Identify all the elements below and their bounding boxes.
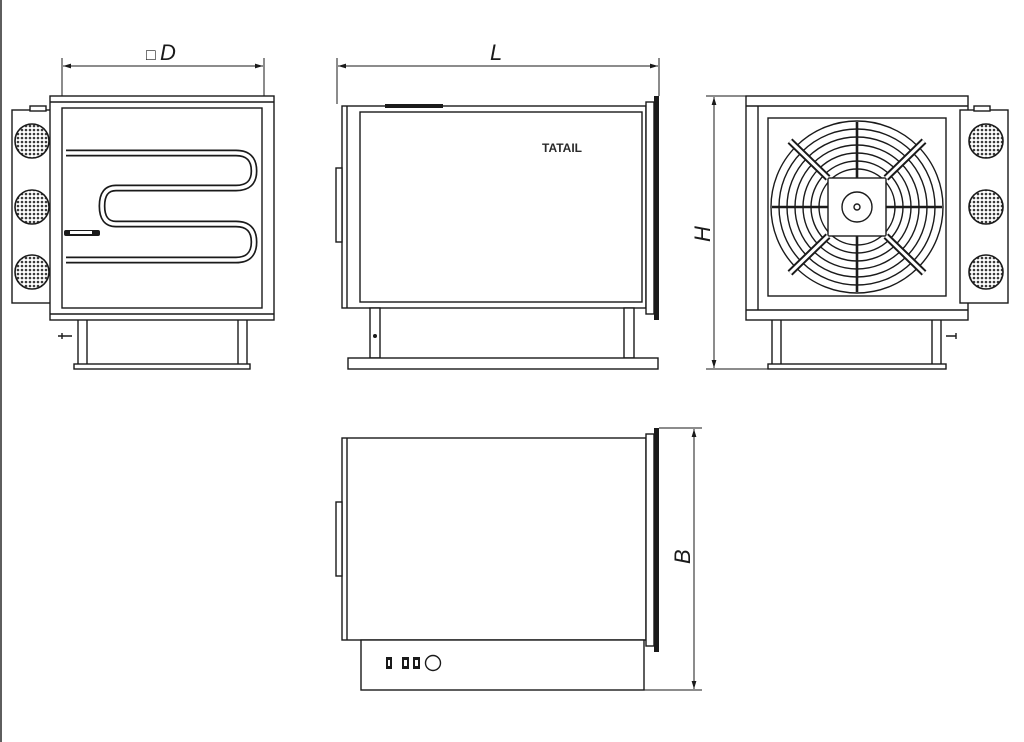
housing-inner	[61, 107, 263, 309]
h-dimension-label: H	[690, 226, 715, 242]
ground-screw	[58, 333, 72, 339]
top-rear-flange	[645, 433, 655, 647]
switch-2-window	[415, 660, 418, 666]
rear-flange	[645, 101, 655, 315]
side-terminal-box	[335, 167, 343, 243]
side-panel	[359, 111, 643, 303]
top-housing	[341, 437, 647, 641]
motor-hub	[841, 191, 873, 223]
rear-base-plate	[767, 363, 947, 370]
d-dimension-label: D	[160, 40, 176, 65]
cable-gland-2	[14, 189, 50, 225]
indicator-1-window	[388, 660, 390, 666]
top-rear-flange-edge	[654, 428, 659, 652]
rear-panel-clip	[973, 105, 991, 112]
side-housing	[341, 105, 647, 309]
front-view-heater: □ D	[11, 40, 275, 370]
fan-guard-ring-1	[770, 120, 944, 294]
thermostat-sensor-slot	[70, 231, 92, 234]
side-view: L TATAIL	[335, 40, 660, 370]
l-dimension-label: L	[490, 40, 502, 65]
motor-shaft	[853, 203, 861, 211]
top-terminal-box	[335, 501, 343, 577]
housing-outer	[49, 95, 275, 321]
top-hinge	[385, 104, 443, 108]
switch-1-window	[404, 660, 407, 666]
brand-logo: TATAIL	[542, 141, 582, 155]
fan-frame	[767, 117, 947, 297]
side-leg-right	[623, 307, 635, 359]
fan-struts	[772, 122, 942, 292]
rear-cable-gland-3	[968, 254, 1004, 290]
rear-flange-edge	[654, 96, 659, 320]
rear-cable-gland-1	[968, 123, 1004, 159]
heating-element-inner	[66, 151, 256, 262]
rear-cable-gland-2	[968, 189, 1004, 225]
panel-clip	[29, 105, 47, 112]
cable-gland-1	[14, 123, 50, 159]
top-view: B	[335, 427, 702, 691]
d-square-symbol: □	[146, 47, 156, 64]
cable-gland-3	[14, 254, 50, 290]
rear-ground-screw	[946, 333, 957, 339]
side-base-plate	[347, 357, 659, 370]
rear-view-fan: H	[690, 95, 1009, 370]
base-plate	[73, 363, 251, 370]
b-dimension-label: B	[670, 549, 695, 564]
side-leg-bolt	[373, 334, 377, 338]
side-leg-left	[369, 307, 381, 359]
control-knob	[424, 654, 442, 672]
